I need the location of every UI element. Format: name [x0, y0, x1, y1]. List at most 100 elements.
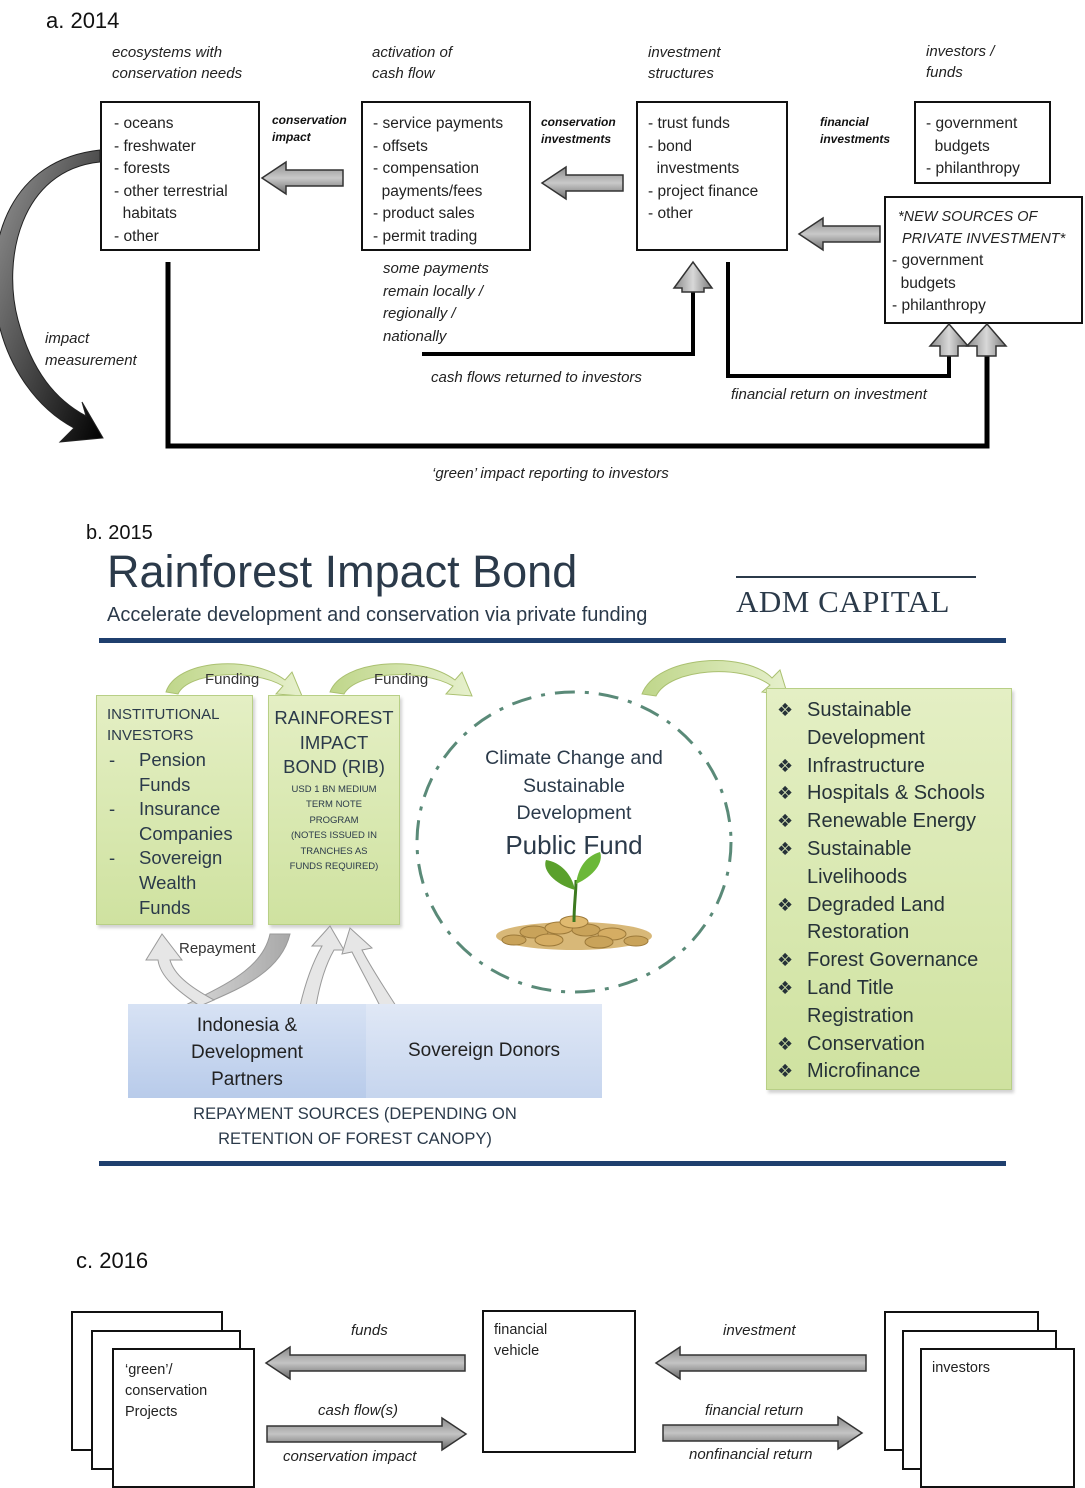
new-sources-box: *NEW SOURCES OF PRIVATE INVESTMENT* - go…: [884, 196, 1083, 324]
ecosystem-item: habitats: [114, 205, 177, 222]
investor-card-front: investors: [920, 1348, 1075, 1488]
new-sources-title: *NEW SOURCES OF PRIVATE INVESTMENT*: [898, 209, 1066, 247]
cash-flow-arrow: [266, 1416, 468, 1452]
ecosystem-item: - other: [114, 227, 159, 245]
ecosystem-item: - forests: [114, 160, 170, 177]
arrow-financial-investments: [797, 216, 881, 252]
structure-item: investments: [648, 160, 740, 177]
financial-return-c-label: financial return: [705, 1402, 804, 1419]
new-source-item: - government: [892, 252, 984, 269]
bottom-rule: [99, 1161, 1006, 1166]
bullet-icon: ❖: [777, 977, 794, 998]
funding-label-1: Funding: [205, 671, 260, 688]
bullet-icon: ❖: [777, 1033, 794, 1054]
structure-item: - trust funds: [648, 115, 730, 132]
sprout-icon: [545, 852, 601, 923]
new-source-item: budgets: [892, 274, 956, 292]
panel-a-label: a. 2014: [46, 8, 120, 33]
top-rule: [99, 638, 1006, 643]
arrow-conservation-impact: [260, 160, 344, 196]
cash-flow-item: - offsets: [373, 137, 428, 155]
repayment-label: Repayment: [179, 940, 256, 957]
funds-arrow: [264, 1345, 466, 1381]
panel-a-arrows: [0, 149, 1008, 449]
arrow-cash-flows-up: [672, 260, 714, 293]
public-fund-circle: [415, 690, 733, 994]
cash-flows-label: cash flow(s): [318, 1402, 399, 1419]
fund-title: Public Fund: [505, 830, 643, 860]
structure-item: - project finance: [648, 182, 759, 200]
outcome-item: ❖Infrastructure: [767, 753, 1011, 781]
investment-structures-box: - trust funds - bond investments - proje…: [636, 101, 788, 251]
bullet-icon: ❖: [777, 755, 794, 776]
outcome-item: ❖Conservation: [767, 1031, 1011, 1059]
rib-subtitle: Accelerate development and conservation …: [107, 604, 648, 626]
new-source-item: - philanthropy: [892, 297, 986, 314]
outcome-item: ❖Microfinance: [767, 1058, 1011, 1086]
repayment-arrows: [145, 925, 397, 1007]
col-header-investors-funds: investors /funds: [926, 43, 995, 81]
panel-c-arrows: [264, 1345, 867, 1452]
coins-icon: [496, 915, 652, 950]
arrow-financial-return-up: [928, 322, 970, 357]
bullet-icon: ❖: [777, 894, 794, 915]
investors-funds-box: - government budgets - philanthropy: [914, 101, 1051, 184]
panel-b-label: b. 2015: [86, 522, 153, 544]
funds-label: funds: [351, 1322, 388, 1339]
outcome-item: ❖Hospitals & Schools: [767, 780, 1011, 808]
panel-c-label: c. 2016: [76, 1248, 149, 1273]
investor-item: budgets: [926, 137, 990, 155]
rib-title: Rainforest Impact Bond: [107, 546, 578, 597]
cash-flows-returned-label: cash flows returned to investors: [431, 369, 642, 386]
financial-return-arrow: [662, 1415, 864, 1451]
arrow-green-reporting-up: [965, 322, 1008, 357]
sovereign-donors-box: Sovereign Donors: [366, 1004, 602, 1098]
cash-flow-item: - compensation: [373, 160, 479, 177]
structure-item: - bond: [648, 137, 692, 155]
cash-flow-item: - service payments: [373, 115, 504, 132]
investment-arrow: [654, 1345, 867, 1381]
bullet-icon: ❖: [777, 1061, 794, 1082]
cash-flow-item: - permit trading: [373, 227, 478, 245]
funding-label-2: Funding: [374, 671, 429, 688]
investment-label: investment: [723, 1322, 796, 1339]
bullet-icon: ❖: [777, 838, 794, 859]
bullet-icon: ❖: [777, 700, 794, 720]
conservation-impact-label: conservation impact: [283, 1448, 417, 1465]
ecosystem-item: - freshwater: [114, 137, 196, 155]
financial-return-label: financial return on investment: [731, 386, 927, 403]
investor-item: - government: [926, 115, 1018, 132]
investor-item: - philanthropy: [926, 160, 1020, 177]
bullet-icon: ❖: [777, 811, 794, 832]
outcome-item: ❖Renewable Energy: [767, 808, 1011, 836]
cash-flow-box: - service payments - offsets - compensat…: [361, 101, 531, 251]
bullet-icon: ❖: [777, 783, 794, 804]
nonfinancial-return-label: nonfinancial return: [689, 1446, 813, 1463]
bullet-icon: ❖: [777, 950, 794, 971]
ecosystem-item: - other terrestrial: [114, 182, 228, 200]
